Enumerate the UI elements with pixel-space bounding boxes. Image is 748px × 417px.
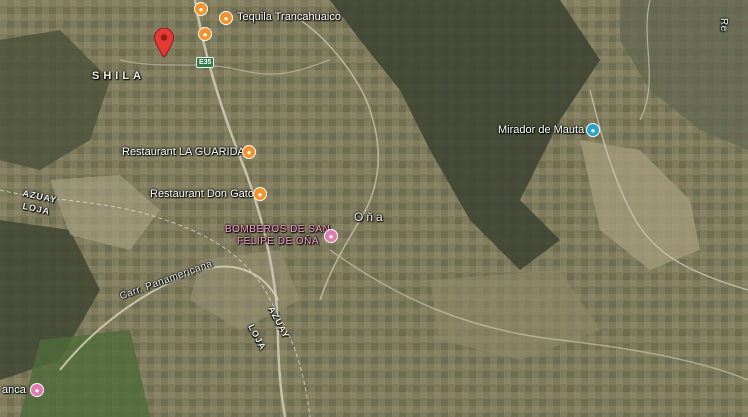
fork-knife-icon[interactable]: ● xyxy=(253,187,267,201)
poi-label-mirador-de-mauta[interactable]: Mirador de Mauta xyxy=(498,124,585,136)
poi-label-la-guarida[interactable]: Restaurant LA GUARIDA xyxy=(122,146,245,158)
place-label-ona: Oña xyxy=(354,210,386,224)
fork-knife-icon[interactable]: ● xyxy=(194,2,208,16)
building-icon[interactable]: ● xyxy=(324,229,338,243)
poi-label-bomberos-line-1[interactable]: BOMBEROS DE SAN xyxy=(225,224,331,235)
place-label-partial-left: anca xyxy=(2,384,26,396)
place-label-shila: SHILA xyxy=(92,70,145,82)
highway-shield-e35: E35 xyxy=(196,57,215,68)
road-label-partial-top-right: Re xyxy=(718,18,729,32)
fork-knife-icon[interactable]: ● xyxy=(198,27,212,41)
camera-icon[interactable]: ● xyxy=(586,123,600,137)
map-pin-icon[interactable] xyxy=(154,28,174,58)
fork-knife-icon[interactable]: ● xyxy=(242,145,256,159)
poi-label-don-gato[interactable]: Restaurant Don Gato xyxy=(150,188,254,200)
fork-knife-icon[interactable]: ● xyxy=(219,11,233,25)
building-icon[interactable]: ● xyxy=(30,383,44,397)
poi-label-bomberos-line-2[interactable]: FELIPE DE OÑA xyxy=(237,236,320,247)
poi-label-tequila-trancahuaico[interactable]: Tequila Trancahuaico xyxy=(237,11,341,23)
